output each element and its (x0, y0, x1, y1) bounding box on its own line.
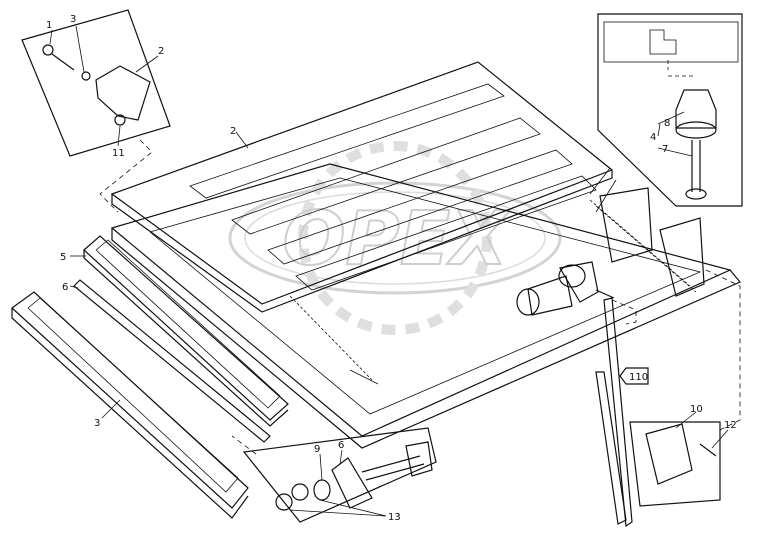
part-5-gasket (83, 235, 289, 427)
callout-3-upper: 3 (70, 14, 76, 25)
lid-ribs (189, 83, 597, 291)
reference-tag-text: 110 (629, 372, 648, 383)
callout-9: 9 (314, 444, 320, 455)
callout-7: 7 (662, 144, 668, 155)
callout-4: 4 (650, 132, 656, 143)
inset-fasteners (242, 427, 437, 523)
part-3-trim (11, 291, 249, 519)
hatch-lid (110, 61, 614, 313)
inset-part-10 (629, 421, 721, 507)
callout-labels: 1 3 2 11 2 5 6 3 8 4 7 9 6 13 10 12 (46, 14, 737, 523)
callout-13: 13 (388, 512, 401, 523)
drive-arm (595, 297, 633, 528)
callout-leaders (49, 25, 729, 517)
callout-11: 11 (112, 148, 125, 159)
hatch-frame (110, 163, 741, 449)
callout-2-lid: 2 (230, 126, 236, 137)
inset-latch (21, 9, 171, 213)
callout-2-inset: 2 (158, 46, 164, 57)
callout-12: 12 (724, 420, 737, 431)
callout-6-strip: 6 (62, 282, 68, 293)
part-6-strip (73, 279, 271, 443)
callout-1: 1 (46, 20, 52, 31)
motor-assembly (516, 261, 615, 316)
callout-10: 10 (690, 404, 703, 415)
reference-tag: 110 (619, 367, 649, 385)
callout-6-bracket: 6 (338, 440, 344, 451)
callout-5: 5 (60, 252, 66, 263)
callout-3-trim: 3 (94, 418, 100, 429)
watermark-logo: OPEX (228, 141, 562, 335)
inset-section (589, 13, 743, 213)
callout-8: 8 (664, 118, 670, 129)
